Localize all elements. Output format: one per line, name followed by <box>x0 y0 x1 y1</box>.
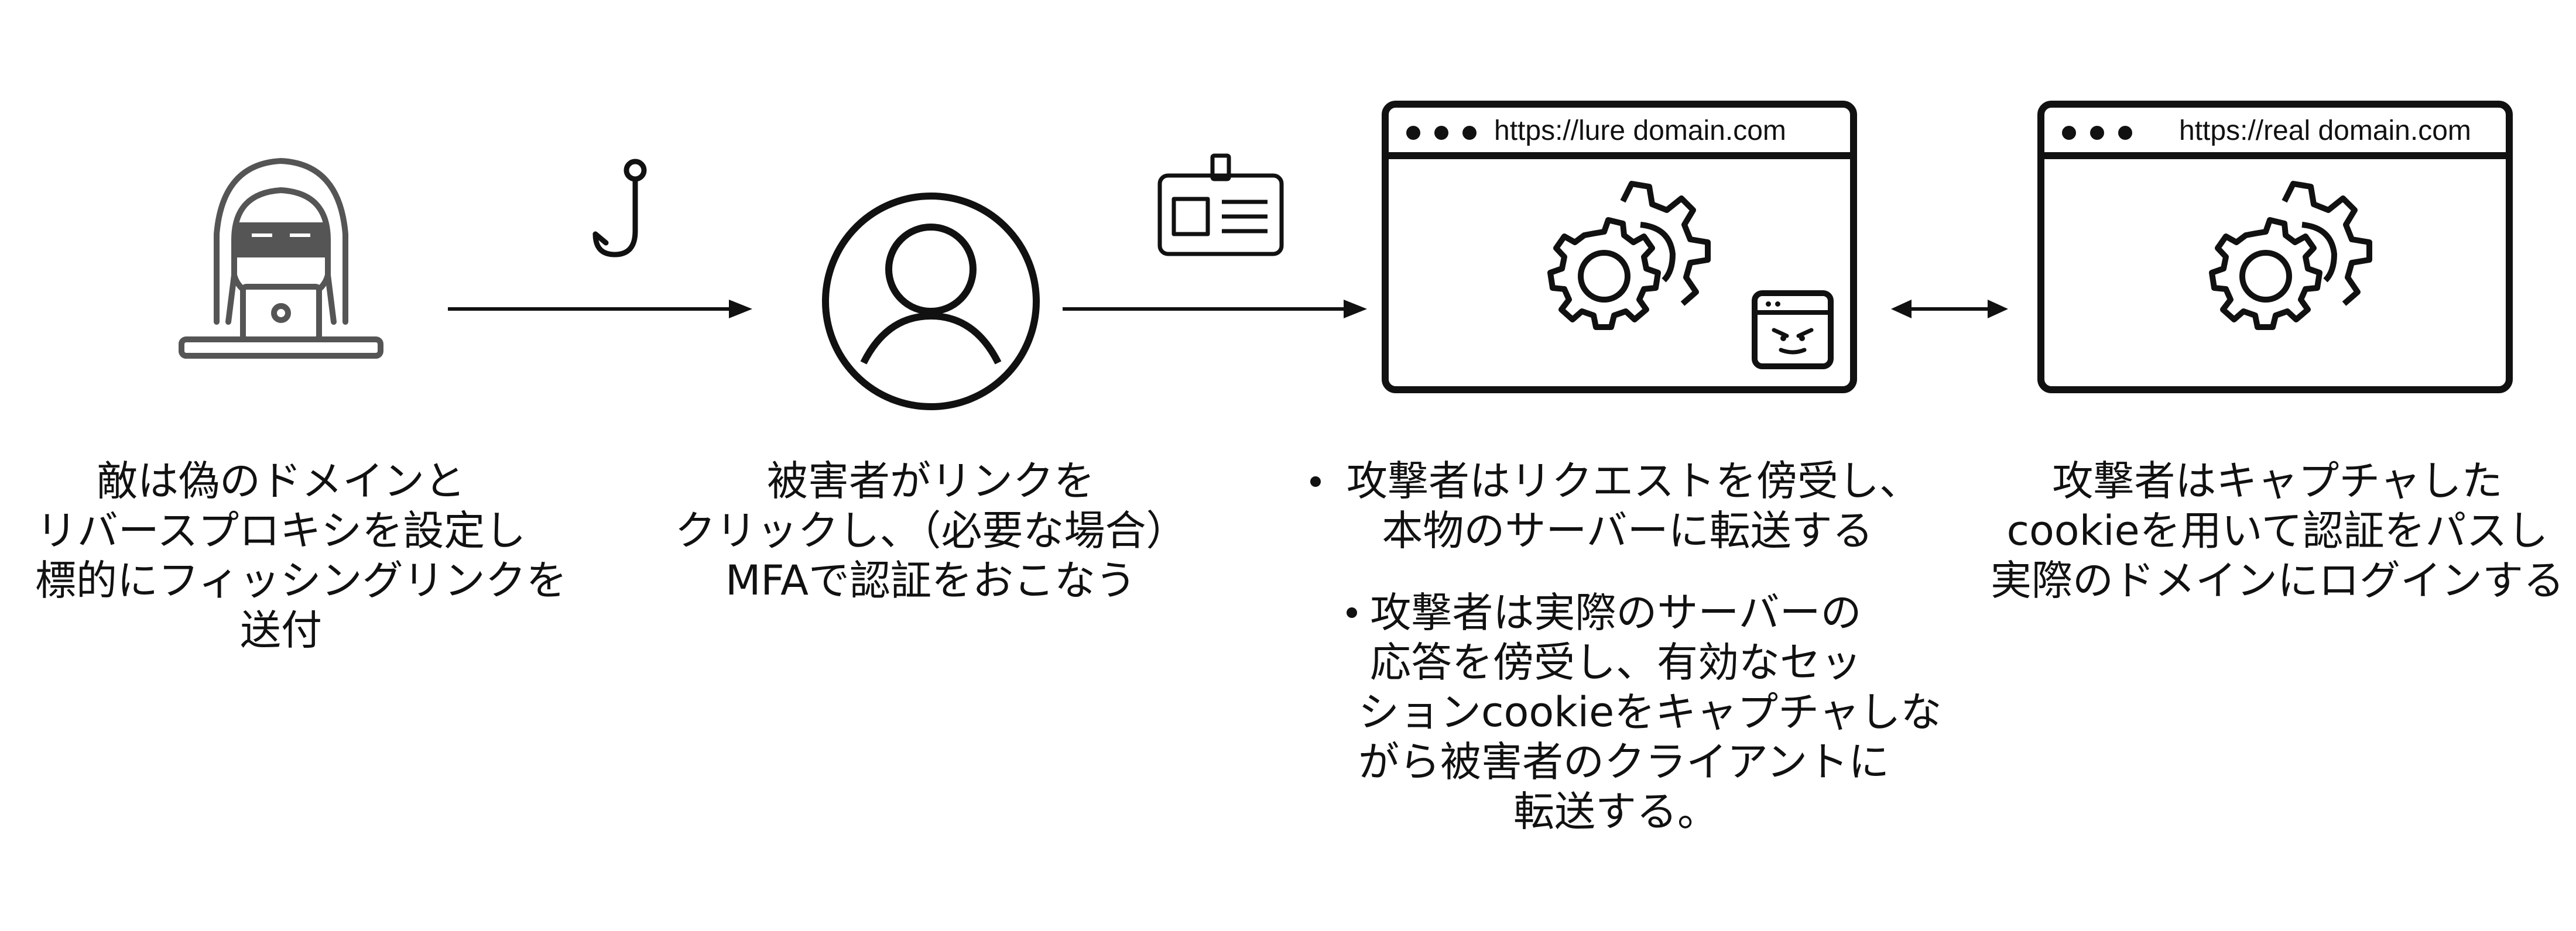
arrow-right-icon <box>448 300 752 318</box>
address-bar-url: https://lure domain.com <box>1494 115 1786 146</box>
bullet-dot <box>1310 476 1321 487</box>
user-icon <box>822 193 1040 410</box>
bullet-item: 攻撃者はリクエストを傍受し、 本物のサーバーに転送する <box>1347 456 1920 556</box>
caption-line: クリックし、（必要な場合） <box>674 507 1187 555</box>
caption-line: 敵は偽のドメインと <box>97 457 465 505</box>
hacker-icon <box>179 158 383 359</box>
caption-proxy: 攻撃者はリクエストを傍受し、 本物のサーバーに転送する 攻撃者は実際のサーバーの… <box>1288 456 1942 913</box>
id-badge-icon <box>1157 153 1284 256</box>
caption-line: 攻撃者は実際のサーバーの <box>1370 589 1862 637</box>
caption-line: cookieを用いて認証をパスし <box>2006 507 2548 555</box>
window-dot <box>1462 126 1477 140</box>
window-dot <box>2090 126 2104 140</box>
caption-line: 応答を傍受し、有効なセッ <box>1370 638 1862 686</box>
malicious-window-icon <box>1752 290 1834 369</box>
caption-line: ションcookieをキャプチャしな <box>1358 688 1942 736</box>
evil-face-icon <box>1772 328 1814 355</box>
caption-victim: 被害者がリンクを クリックし、（必要な場合） MFAで認証をおこなう <box>673 456 1188 606</box>
gears-icon <box>1547 181 1711 330</box>
arrow-right-icon <box>1063 300 1367 318</box>
browser-window-lure: https://lure domain.com <box>1382 101 1857 393</box>
caption-real: 攻撃者はキャプチャした cookieを用いて認証をパスし 実際のドメインにログイ… <box>1991 456 2564 606</box>
caption-line: 転送する。 <box>1513 788 1718 836</box>
window-dot <box>2118 126 2132 140</box>
caption-attacker: 敵は偽のドメインと リバースプロキシを設定し 標的にフィッシングリンクを 送付 <box>35 456 567 655</box>
caption-line: がら被害者のクライアントに <box>1358 738 1890 786</box>
fishing-hook-icon <box>592 159 647 257</box>
caption-line: 本物のサーバーに転送する <box>1382 507 1873 555</box>
caption-line: 標的にフィッシングリンクを <box>35 556 567 604</box>
caption-line: 攻撃者はリクエストを傍受し、 <box>1347 457 1920 505</box>
bullet-item: 攻撃者は実際のサーバーの 応答を傍受し、有効なセッ ションcookieをキャプチ… <box>1358 588 1942 837</box>
address-bar-url: https://real domain.com <box>2179 115 2471 146</box>
browser-window-real: https://real domain.com <box>2037 101 2513 393</box>
browser-titlebar: https://real domain.com <box>2044 108 2506 159</box>
bullet-dot <box>1347 607 1357 618</box>
window-dot <box>1406 126 1420 140</box>
bidirectional-arrow-icon <box>1891 300 2008 318</box>
caption-line: 被害者がリンクを <box>767 457 1095 505</box>
browser-titlebar: https://lure domain.com <box>1389 108 1850 159</box>
gears-icon <box>2209 181 2372 330</box>
caption-line: リバースプロキシを設定し <box>36 507 526 555</box>
caption-line: 送付 <box>240 606 322 654</box>
caption-line: 攻撃者はキャプチャした <box>2052 457 2503 505</box>
window-dot <box>1434 126 1448 140</box>
window-dot <box>2062 126 2076 140</box>
caption-line: MFAで認証をおこなう <box>725 556 1137 604</box>
caption-line: 実際のドメインにログインする <box>1991 556 2564 604</box>
